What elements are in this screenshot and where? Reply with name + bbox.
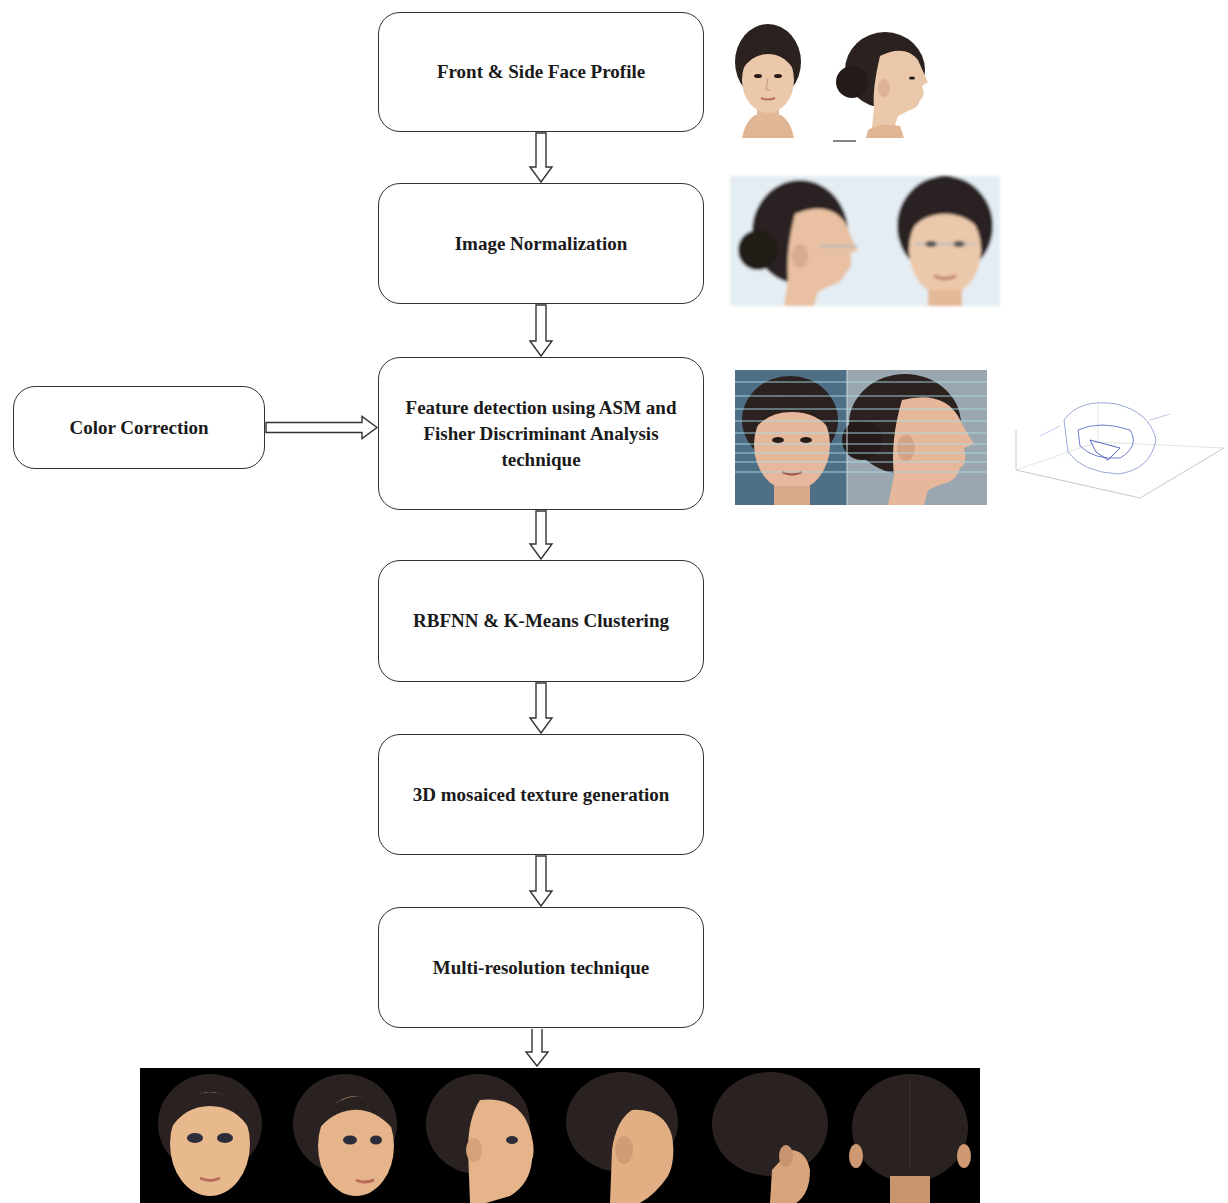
3d-landmark-plot-part xyxy=(1016,442,1224,470)
normalized-faces-part xyxy=(934,276,956,279)
feature-detection-photo-part xyxy=(735,453,987,454)
box-label: Front & Side Face Profile xyxy=(437,59,645,85)
rendered-heads-part xyxy=(318,1096,394,1196)
feature-detection-photo-part xyxy=(735,462,987,463)
rendered-heads-part xyxy=(200,1178,220,1181)
rendered-heads-part xyxy=(466,1138,482,1162)
normalized-faces-part xyxy=(907,198,984,236)
flow-arrow xyxy=(266,417,377,439)
normalized-faces-part xyxy=(784,209,858,306)
rendered-heads-part xyxy=(217,1133,233,1143)
normalized-faces-part xyxy=(730,176,1000,306)
3d-landmark-plot-part xyxy=(1016,430,1224,498)
rendered-heads-part xyxy=(890,1176,930,1203)
normalized-faces-part xyxy=(738,230,778,270)
feature-detection-photo-part xyxy=(735,433,987,434)
feature-detection-photo-part xyxy=(735,421,987,422)
3d-landmark-plot-part xyxy=(1078,425,1133,458)
box-label: Multi-resolution technique xyxy=(433,955,650,981)
feature-detection-photo-part xyxy=(847,370,848,505)
rendered-heads-part xyxy=(610,1110,673,1203)
rendered-heads-part xyxy=(910,1080,911,1170)
output-arrow-part xyxy=(526,1029,548,1066)
feature-detection-photo-part xyxy=(735,382,987,472)
flow-arrow xyxy=(530,856,552,906)
front-face-photo-part xyxy=(761,98,775,100)
side-face-photo-part xyxy=(909,76,915,79)
front-face-photo xyxy=(735,24,801,138)
3d-landmark-plot-part xyxy=(1040,414,1170,436)
feature-detection-photo-part xyxy=(735,382,987,383)
process-box: 3D mosaiced texture generation xyxy=(378,734,704,855)
flow-arrow xyxy=(530,683,552,733)
rendered-heads-part xyxy=(356,1180,374,1182)
rendered-heads-part xyxy=(852,1074,968,1182)
feature-detection-photo-part xyxy=(897,435,915,461)
front-face-photo-part xyxy=(754,74,762,78)
box-label: 3D mosaiced texture generation xyxy=(413,782,670,808)
process-box: Image Normalization xyxy=(378,183,704,304)
normalized-faces-part xyxy=(915,243,975,244)
rendered-heads-part xyxy=(506,1136,518,1144)
side-face-photo xyxy=(833,32,928,141)
side-face-photo-part xyxy=(866,125,904,138)
feature-detection-photo-part xyxy=(774,486,810,505)
input-box: Front & Side Face Profile xyxy=(378,12,704,132)
feature-detection-photo-part xyxy=(842,420,882,460)
side-face-photo-part xyxy=(878,79,890,97)
rendered-heads-part xyxy=(849,1144,863,1168)
feature-detection-photo-part xyxy=(888,397,974,505)
normalized-faces-part xyxy=(792,244,808,268)
rendered-heads-part xyxy=(140,1068,980,1203)
rendered-heads-part xyxy=(615,1136,633,1164)
front-face-photo-part xyxy=(766,78,770,90)
3d-landmark-plot-part xyxy=(1090,440,1120,460)
front-face-photo-part xyxy=(742,42,794,70)
rendered-heads-part xyxy=(712,1072,828,1176)
rendered-heads-part xyxy=(957,1144,971,1168)
feature-detection-photo-part xyxy=(735,370,847,505)
front-face-photo-part xyxy=(774,74,782,78)
rendered-heads-part xyxy=(187,1133,203,1143)
feature-detection-photo xyxy=(735,370,987,505)
box-label: Color Correction xyxy=(69,415,208,441)
3d-landmark-plot-part xyxy=(1064,403,1156,474)
rendered-heads-part xyxy=(170,1092,250,1130)
normalized-faces-part xyxy=(818,245,858,246)
side-face-photo-part xyxy=(836,66,868,98)
rendered-heads-part xyxy=(370,1136,382,1145)
feature-detection-photo-part xyxy=(752,396,832,432)
feature-detection-photo-part xyxy=(772,437,784,443)
feature-detection-photo-part xyxy=(800,437,812,443)
feature-detection-photo-part xyxy=(735,472,987,473)
side-face-photo-part xyxy=(872,51,928,128)
side-face-photo-part xyxy=(833,140,856,141)
output-arrow xyxy=(526,1029,548,1066)
3d-landmark-plot-part xyxy=(1098,404,1099,442)
rendered-heads-part xyxy=(343,1136,357,1145)
process-box: RBFNN & K-Means Clustering xyxy=(378,560,704,682)
flow-arrow xyxy=(530,133,552,182)
rendered-heads xyxy=(140,1068,980,1203)
box-label: Feature detection using ASM and Fisher D… xyxy=(395,395,687,473)
feature-detection-photo-part xyxy=(735,396,987,397)
normalized-faces-part xyxy=(928,290,962,306)
process-box: Multi-resolution technique xyxy=(378,907,704,1028)
rendered-heads-part xyxy=(318,1096,392,1130)
3d-landmark-plot xyxy=(1016,403,1224,498)
process-box: Feature detection using ASM and Fisher D… xyxy=(378,357,704,510)
feature-detection-photo-part xyxy=(735,444,987,445)
box-label: Image Normalization xyxy=(455,231,628,257)
feature-detection-photo-part xyxy=(735,409,987,410)
flow-arrow xyxy=(530,511,552,559)
normalized-faces xyxy=(730,176,1000,306)
box-label: RBFNN & K-Means Clustering xyxy=(413,608,669,634)
rendered-heads-part xyxy=(779,1145,793,1167)
flow-arrow xyxy=(530,305,552,356)
rendered-heads-part xyxy=(170,1092,250,1196)
side-process-box: Color Correction xyxy=(13,386,265,469)
